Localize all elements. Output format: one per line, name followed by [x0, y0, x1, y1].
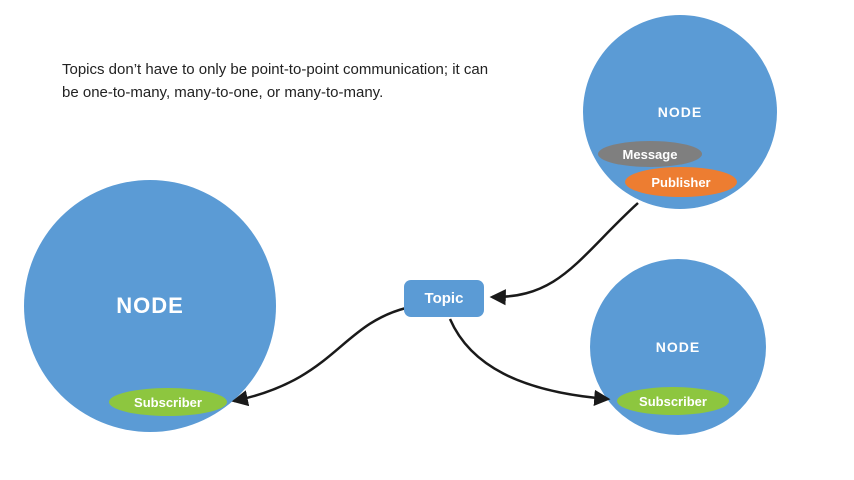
left-subscriber-label: Subscriber	[134, 394, 202, 410]
node-top-right-circle: NODE Message Publisher	[583, 15, 777, 209]
arrow-topic-to-right-subscriber	[448, 318, 611, 407]
node-bottom-right-circle: NODE Subscriber	[590, 259, 766, 435]
publisher-label: Publisher	[651, 174, 711, 190]
publisher-badge: Publisher	[625, 167, 737, 197]
right-subscriber-badge: Subscriber	[617, 387, 729, 415]
node-left-label: NODE	[116, 293, 184, 318]
message-badge: Message	[598, 141, 702, 167]
node-top-right-label: NODE	[657, 104, 703, 120]
node-left-circle: NODE Subscriber	[24, 180, 276, 432]
caption-text: Topics don’t have to only be point-to-po…	[62, 61, 489, 102]
node-bottom-right-label: NODE	[655, 339, 701, 355]
topic-label: Topic	[424, 290, 464, 307]
left-subscriber-badge: Subscriber	[109, 388, 227, 416]
topic-box: Topic	[404, 280, 484, 317]
right-subscriber-label: Subscriber	[639, 393, 707, 409]
message-label: Message	[622, 146, 678, 162]
